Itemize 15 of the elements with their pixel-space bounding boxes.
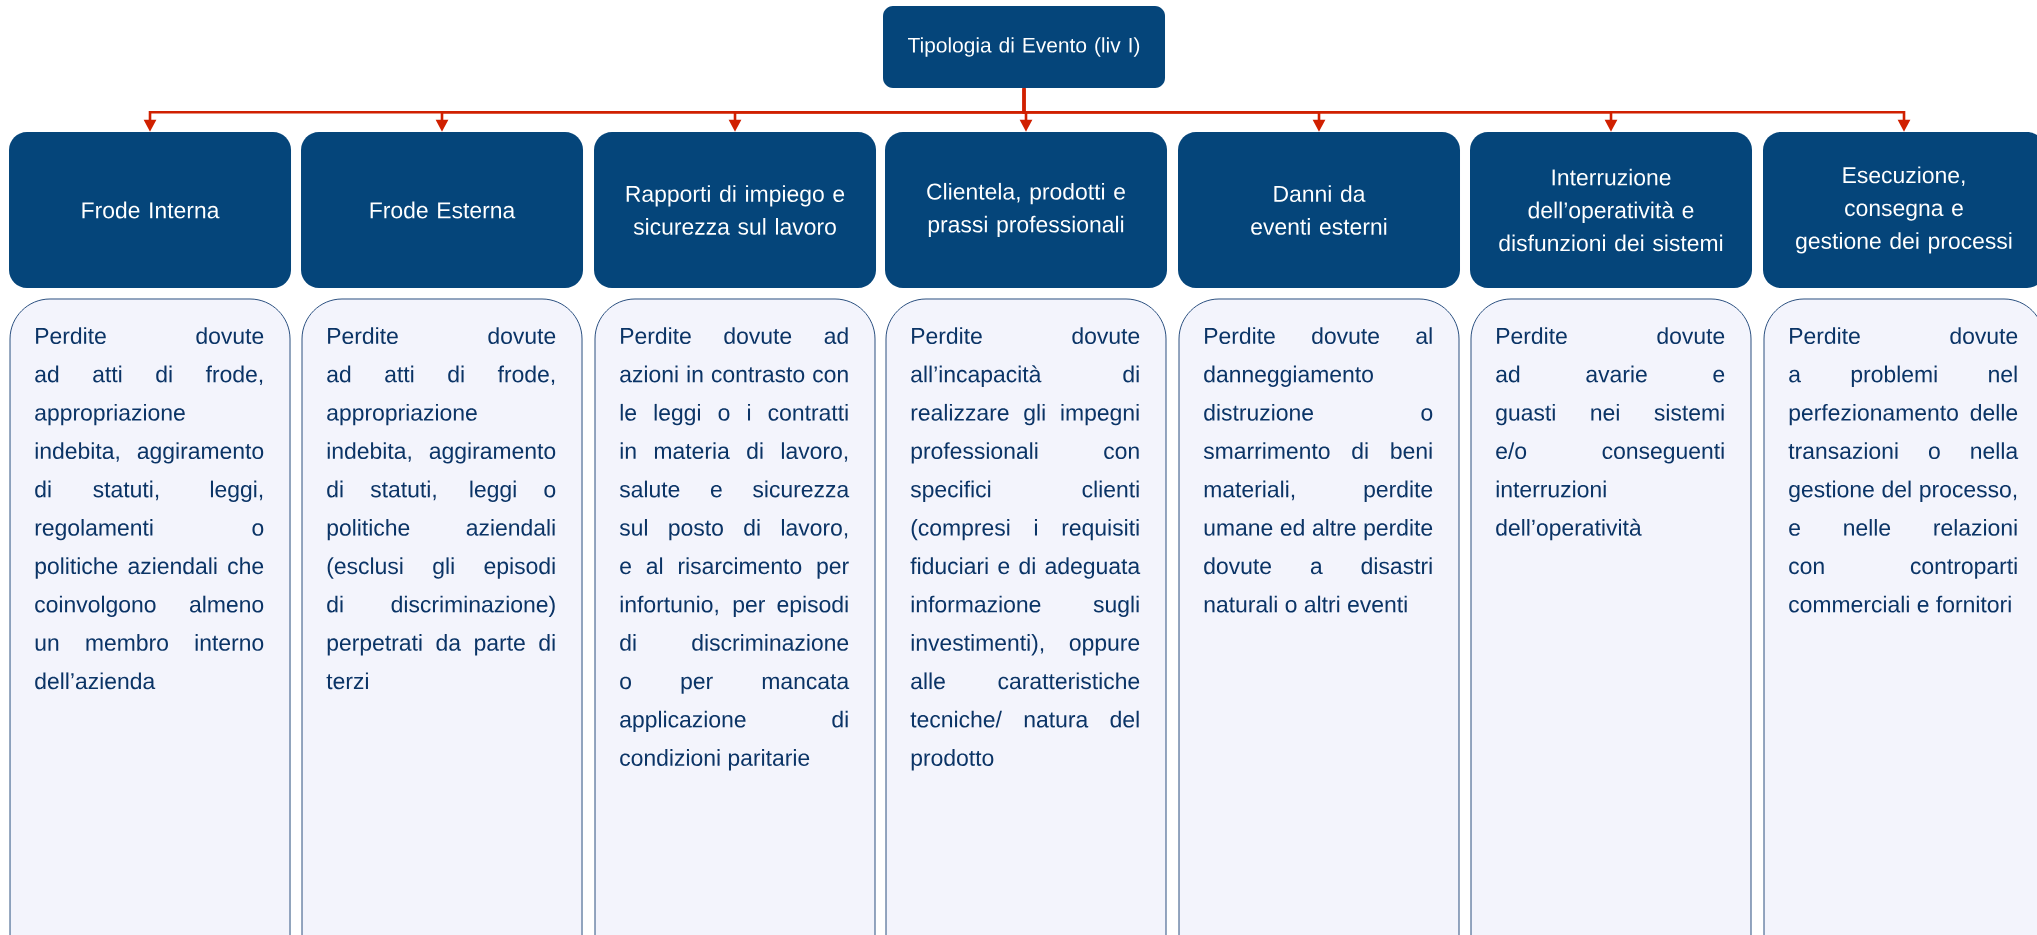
description-box: Perdite dovute ad avarie e guasti nei sistemi e/o conseguenti interruzioni dell’operatività xyxy=(1470,298,1752,935)
description-box: Perdite dovute ad atti di frode, appropriazione indebita, aggiramento di statuti, leggi o politiche aziendali (esclusi gli episodi di discriminazione) perpetrati da parte di terzi xyxy=(301,298,583,935)
description-box: Perdite dovute ad atti di frode, appropriazione indebita, aggiramento di statuti, leggi, regolamenti o politiche aziendali che coinvolgono almeno un membro interno dell’azienda xyxy=(9,298,291,935)
category-box: Interruzione dell’operatività e disfunzioni dei sistemi xyxy=(1470,132,1752,288)
description-box: Perdite dovute all’incapacità di realizzare gli impegni professionali con specifici clienti (compresi i requisiti fiduciari e di adeguata informazione sugli investimenti), oppure alle caratteristiche tecniche/ natura del prodotto xyxy=(885,298,1167,935)
category-box: Frode Interna xyxy=(9,132,291,288)
category-box: Frode Esterna xyxy=(301,132,583,288)
category-box: Clientela, prodotti e prassi professionali xyxy=(885,132,1167,288)
description-box: Perdite dovute ad azioni in contrasto con le leggi o i contratti in materia di lavoro, salute e sicurezza sul posto di lavoro, e al risarcimento per infortunio, per episodi di discriminazione o per mancata applicazione di condizioni paritarie xyxy=(594,298,876,935)
category-box: Esecuzione, consegna e gestione dei processi xyxy=(1763,132,2037,288)
category-box: Tipologia di Evento (liv I) xyxy=(883,6,1165,88)
description-box: Perdite dovute al danneggiamento distruzione o smarrimento di beni materiali, perdite umane ed altre perdite dovute a disastri naturali o altri eventi xyxy=(1178,298,1460,935)
description-box: Perdite dovute a problemi nel perfezionamento delle transazioni o nella gestione del processo, e nelle relazioni con controparti commerciali e fornitori xyxy=(1763,298,2037,935)
category-box: Danni da eventi esterni xyxy=(1178,132,1460,288)
category-box: Rapporti di impiego e sicurezza sul lavoro xyxy=(594,132,876,288)
